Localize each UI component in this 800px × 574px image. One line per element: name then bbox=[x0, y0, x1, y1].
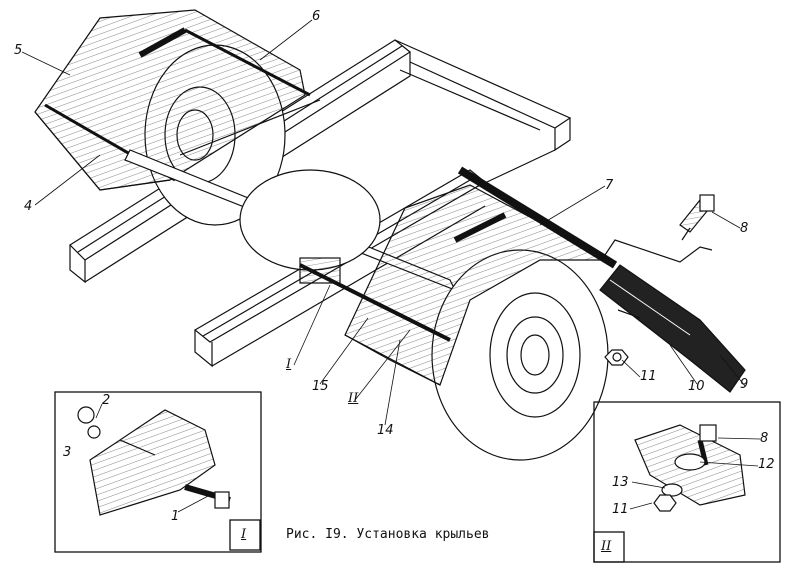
callout-11-main: 11 bbox=[640, 369, 657, 384]
callout-5: 5 bbox=[14, 43, 23, 58]
figure-caption: Рис. I9. Установка крыльев bbox=[286, 527, 490, 542]
rear-fender bbox=[34, 9, 311, 191]
frame-crossmember bbox=[394, 39, 572, 191]
callout-15: 15 bbox=[312, 379, 329, 394]
callout-1: 1 bbox=[171, 509, 180, 524]
view-marker-i: I bbox=[286, 357, 292, 372]
leader-lines bbox=[21, 19, 761, 513]
front-fender bbox=[299, 166, 618, 386]
callout-4: 4 bbox=[24, 199, 33, 214]
callout-13: 13 bbox=[612, 475, 629, 490]
mudflap bbox=[599, 264, 746, 393]
callout-10: 10 bbox=[688, 379, 705, 394]
callout-3: 3 bbox=[63, 445, 72, 460]
detail-ii-label: II bbox=[601, 539, 612, 554]
detail-ii-box bbox=[593, 401, 781, 563]
view-marker-ii: II bbox=[348, 391, 359, 406]
callout-14: 14 bbox=[377, 423, 394, 438]
callout-8-main: 8 bbox=[740, 221, 749, 236]
callout-2: 2 bbox=[102, 393, 111, 408]
callout-9: 9 bbox=[740, 377, 749, 392]
bolt-8-top bbox=[679, 194, 715, 233]
callout-12: 12 bbox=[758, 457, 775, 472]
detail-i-label: I bbox=[241, 527, 247, 542]
callout-11-detail: 11 bbox=[612, 502, 629, 517]
detail-i-box bbox=[54, 391, 262, 553]
callout-6: 6 bbox=[312, 9, 321, 24]
callout-8-detail: 8 bbox=[760, 431, 769, 446]
callout-7: 7 bbox=[605, 178, 614, 193]
nut-11-main bbox=[604, 349, 629, 366]
